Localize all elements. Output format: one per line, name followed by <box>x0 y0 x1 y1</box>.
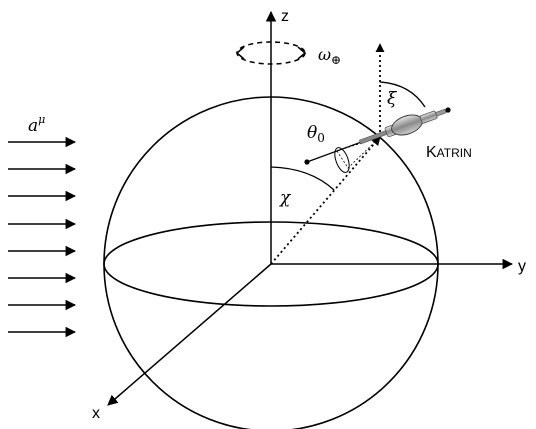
x-axis-label: x <box>92 405 100 422</box>
rotation-arrow-icon <box>235 41 307 65</box>
y-axis-label: y <box>518 258 526 275</box>
xi-label: ξ <box>387 89 398 109</box>
katrin-beamline-icon <box>358 108 447 145</box>
field-arrows <box>8 136 77 338</box>
earth-rotation-label: ω⊕ <box>318 45 341 67</box>
chi-angle-arc <box>270 166 335 191</box>
theta0-label: θ0 <box>307 123 325 145</box>
chi-label: χ <box>279 188 292 208</box>
x-axis-line <box>107 263 272 406</box>
beamline-end-right <box>445 107 451 113</box>
katrin-label: KATRIN <box>426 144 472 161</box>
neutrino-cone-icon <box>334 136 381 173</box>
field-label: aμ <box>28 113 45 136</box>
xi-angle-arc <box>379 81 426 108</box>
z-axis-label: z <box>281 8 289 25</box>
beamline-end-left <box>304 159 310 165</box>
